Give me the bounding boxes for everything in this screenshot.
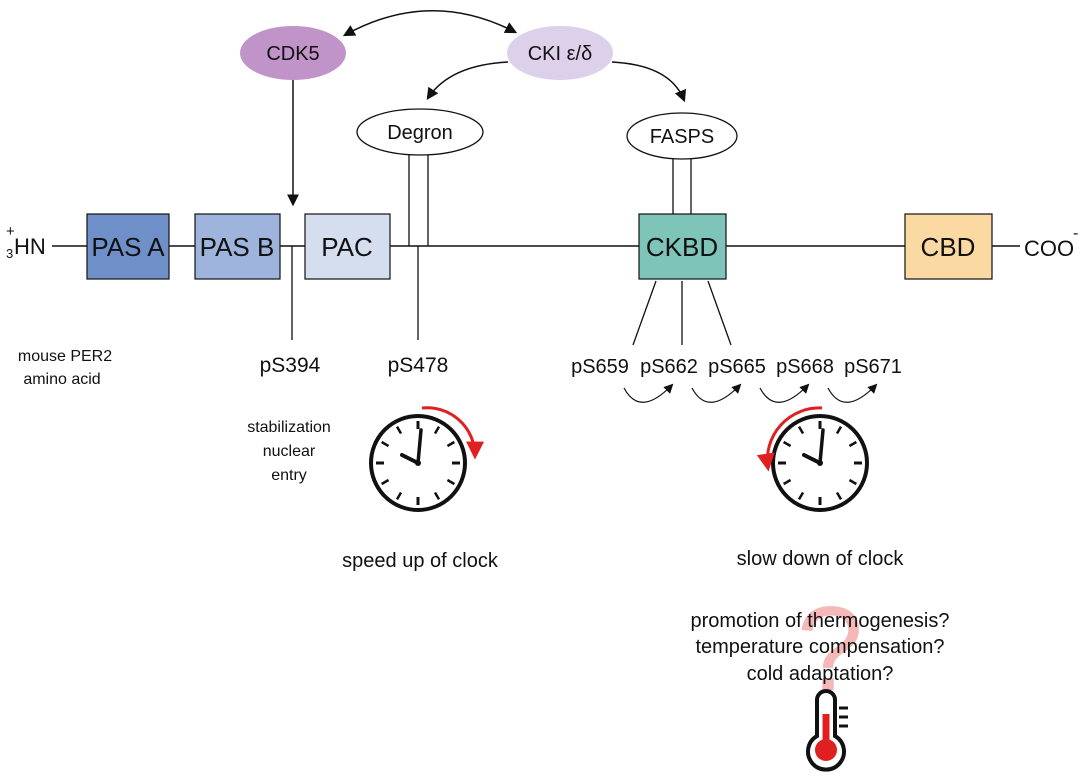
n-terminus: HN [14,234,46,259]
domain-cbd: CBD [904,213,993,280]
domain-label: PAS B [200,232,275,262]
cdk5-label: CDK5 [266,43,319,65]
n-terminus-subscript: 3 [6,246,13,261]
clock-tick [797,491,805,500]
species-label-line1: mouse PER2 [18,348,112,365]
site-s478: pS478 [388,354,449,377]
site-s394: pS394 [260,354,321,377]
priming-arrow-2 [691,383,742,403]
clock-tick [433,426,441,435]
clock-tick [381,478,390,486]
s394-effect-line3: entry [271,467,307,484]
s665-line [707,280,732,346]
domain-ckbd: CKBD [638,213,727,280]
priming-arrow-1 [623,383,674,403]
clock-tick [835,491,843,500]
s394-effect-line1: stabilization [247,419,331,436]
fasps-label: FASPS [650,126,714,148]
clock-tick [848,440,857,448]
s659-line [632,280,657,346]
cdk5-cki-arrow [342,10,518,37]
thermometer-icon [806,689,848,772]
cki-kinase [507,26,613,80]
right-clock-caption: slow down of clock [737,548,905,570]
site-s659: pS659 [571,356,629,378]
clock-tick [783,478,792,486]
cki-to-degron-arrow [426,61,509,100]
question-cold: cold adaptation? [747,663,894,685]
s394-effect-line2: nuclear [263,443,316,460]
priming-arrow-3 [759,383,810,403]
domain-pas-b: PAS B [194,213,281,280]
domain-label: CBD [921,232,976,262]
clock-tick [783,440,792,448]
cki-to-fasps-arrow [611,61,686,103]
clock-tick [395,491,403,500]
clock-tick [381,440,390,448]
domain-label: CKBD [646,232,718,262]
question-temperature: temperature compensation? [695,636,944,658]
clock-tick [446,478,455,486]
cdk5-kinase [240,26,346,80]
n-terminus-charge: + [6,223,15,240]
cki-label: CKI ε/δ [528,43,593,65]
clock-icon [369,414,467,512]
counterclockwise-arrow [756,406,823,472]
question-thermogenesis: promotion of thermogenesis? [690,610,949,632]
site-s671: pS671 [844,356,902,378]
c-terminus: COO [1024,236,1074,261]
clock-tick [395,426,403,435]
site-s668: pS668 [776,356,834,378]
domain-label: PAC [321,232,373,262]
clock-tick [433,491,441,500]
fasps-motif [626,112,738,160]
clock-icon [771,414,869,512]
clock-tick [835,426,843,435]
clock-tick [446,440,455,448]
site-s662: pS662 [640,356,698,378]
degron-label: Degron [387,122,453,144]
clock-tick [797,426,805,435]
domain-label: PAS A [91,232,165,262]
priming-arrow-4 [827,383,878,403]
species-label-line2: amino acid [23,371,100,388]
left-clock-caption: speed up of clock [342,550,499,572]
c-terminus-charge: - [1073,225,1078,242]
site-s665: pS665 [708,356,766,378]
degron-motif [356,108,484,156]
fasps-stem [672,159,692,214]
domain-pas-a: PAS A [86,213,170,280]
domain-pac: PAC [304,213,391,280]
clockwise-arrow [421,406,485,460]
clock-tick [848,478,857,486]
degron-stem [408,155,429,246]
